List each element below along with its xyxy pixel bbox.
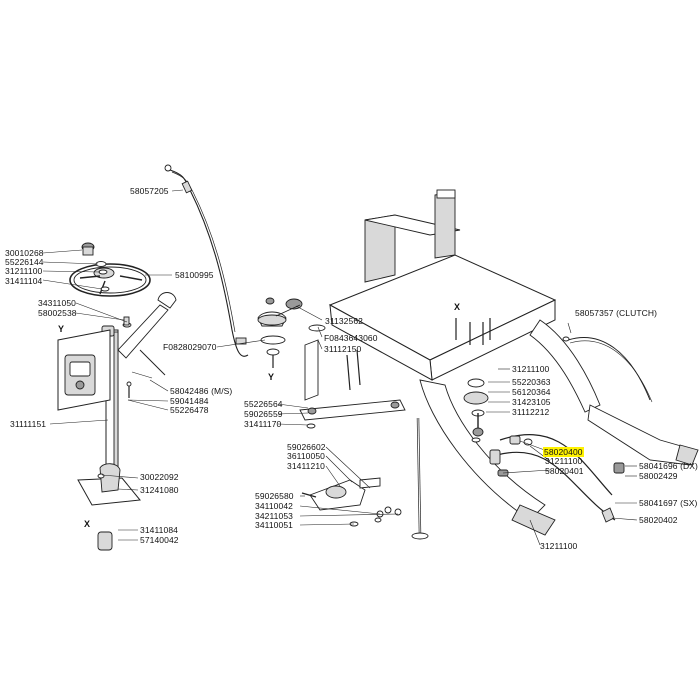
part-label: 31111151	[10, 419, 47, 429]
part-label: 31112212	[512, 407, 550, 417]
part-label: 31211100	[5, 266, 43, 276]
part-label: 31241080	[140, 485, 179, 495]
part-label: 34110042	[255, 501, 293, 511]
part-label: 58002538	[38, 308, 77, 318]
part-label: 59026580	[255, 491, 294, 501]
part-label: 58057357 (CLUTCH)	[575, 308, 658, 318]
axis-y-center: Y	[268, 372, 275, 382]
clutch-cable	[562, 336, 653, 403]
part-label: 57140042	[140, 535, 179, 545]
axis-x-center: X	[454, 302, 461, 312]
part-label: 55226564	[244, 399, 283, 409]
part-label: 31411210	[287, 461, 325, 471]
part-label-highlighted: 58020400	[543, 447, 584, 457]
center-shaft	[299, 324, 406, 429]
part-label: 31211100	[545, 456, 583, 466]
part-label: 58041696 (DX)	[639, 461, 698, 471]
part-label: 58020402	[639, 515, 678, 525]
steering-wheel	[69, 242, 151, 297]
part-label: 30010268	[5, 248, 44, 258]
throttle-cable	[131, 349, 166, 379]
part-label: 58041697 (SX)	[639, 498, 698, 508]
part-label: 36110050	[287, 451, 325, 461]
part-label: 34110051	[255, 520, 293, 530]
part-label: 56120364	[512, 387, 551, 397]
part-label: 55226478	[170, 405, 209, 415]
axis-x-left: X	[84, 519, 91, 529]
part-label: 58002429	[639, 471, 678, 481]
part-label: 59041484	[170, 396, 209, 406]
steering-cable	[164, 164, 249, 357]
lower-bracket	[301, 477, 402, 527]
part-label: 31211100	[512, 364, 550, 374]
part-label: 58020401	[545, 466, 584, 476]
part-label: F0828029070	[163, 342, 217, 352]
part-label: 30022092	[140, 472, 179, 482]
main-frame	[328, 189, 699, 536]
brake-cables	[489, 434, 625, 523]
part-label: 58042486 (M/S)	[170, 386, 233, 396]
part-label: 31211100	[540, 541, 578, 551]
part-label: 58057205	[130, 186, 169, 196]
part-label: 58100995	[175, 270, 214, 280]
part-label: 31132562	[325, 316, 363, 326]
part-label: 59026559	[244, 409, 283, 419]
leader-lines	[42, 189, 638, 546]
pulley-stack	[463, 378, 489, 443]
part-label: 55226144	[5, 257, 44, 267]
part-label: 59026602	[287, 442, 326, 452]
steering-column	[57, 292, 177, 551]
part-label: 31423105	[512, 397, 551, 407]
part-label: 31411170	[244, 419, 282, 429]
part-label: 55220363	[512, 377, 551, 387]
long-rod	[411, 417, 429, 540]
part-label: 34311050	[38, 298, 76, 308]
part-label: 31112150	[324, 344, 362, 354]
part-label: 31411084	[140, 525, 178, 535]
part-label: F0843643060	[324, 333, 378, 343]
part-label: 31411104	[5, 276, 43, 286]
part-label: 34211053	[255, 511, 293, 521]
pedal-assembly	[257, 297, 303, 368]
axis-y-left: Y	[58, 324, 65, 334]
